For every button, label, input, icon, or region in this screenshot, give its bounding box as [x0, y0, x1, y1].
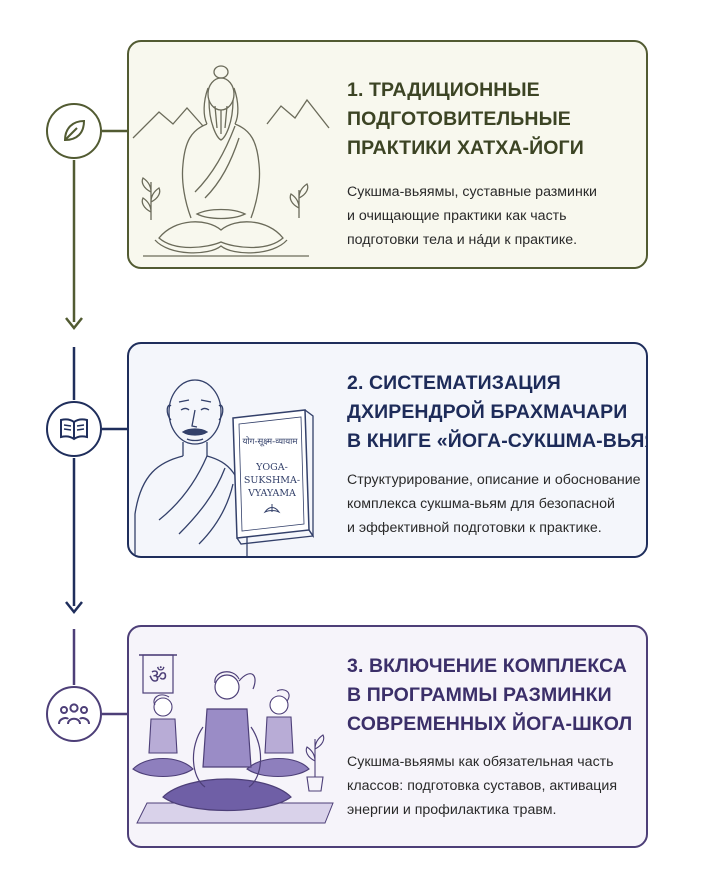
step-1-title: 1. ТРАДИЦИОННЫЕ ПОДГОТОВИТЕЛЬНЫЕ ПРАКТИК…	[347, 76, 637, 163]
group-icon	[58, 703, 90, 725]
title-line: ДХИРЕНДРОЙ БРАХМАЧАРИ	[347, 401, 628, 423]
step-2-description: Структурирование, описание и обоснование…	[347, 468, 642, 540]
book-title-line: SUKSHMA-	[244, 475, 300, 486]
title-line: 2. СИСТЕМАТИЗАЦИЯ	[347, 372, 561, 394]
desc-line: классов: подготовка суставов, активация	[347, 778, 618, 794]
meditating-yogi-illustration	[132, 65, 330, 257]
title-line: В КНИГЕ «ЙОГА-СУКШМА-ВЬЯЯМА»	[347, 430, 646, 452]
desc-line: подготовки тела и на́ди к практике.	[347, 232, 578, 248]
brahmachari-portrait-with-book-illustration: योग-सूक्ष्म-व्यायाम YOGA- SUKSHMA- VYAYA…	[134, 379, 315, 556]
step-3-card: ॐ	[127, 625, 648, 848]
title-line: 3. ВКЛЮЧЕНИЕ КОМПЛЕКСА	[347, 655, 627, 677]
yoga-class-illustration: ॐ	[132, 654, 334, 824]
desc-line: и очищающие практики как часть	[347, 208, 567, 224]
open-book-icon	[60, 418, 88, 441]
step-2-title: 2. СИСТЕМАТИЗАЦИЯ ДХИРЕНДРОЙ БРАХМАЧАРИ …	[347, 369, 646, 456]
step-2-node	[46, 401, 102, 457]
step-3-description: Сукшма-вьяямы как обязательная часть кла…	[347, 750, 642, 822]
title-line: СОВРЕМЕННЫХ ЙОГА-ШКОЛ	[347, 713, 633, 735]
om-symbol: ॐ	[149, 664, 167, 688]
desc-line: Сукшма-вьяямы, суставные разминки	[347, 184, 597, 200]
desc-line: и эффективной подготовки к практике.	[347, 520, 602, 536]
step-1-node	[46, 103, 102, 159]
desc-line: энергии и профилактика травм.	[347, 802, 557, 818]
step-1-card: 1. ТРАДИЦИОННЫЕ ПОДГОТОВИТЕЛЬНЫЕ ПРАКТИК…	[127, 40, 648, 269]
book-title-line: YOGA-	[255, 462, 288, 473]
title-line: В ПРОГРАММЫ РАЗМИНКИ	[347, 684, 612, 706]
step-2-card: योग-सूक्ष्म-व्यायाम YOGA- SUKSHMA- VYAYA…	[127, 342, 648, 558]
book-devanagari-title: योग-सूक्ष्म-व्यायाम	[243, 436, 299, 447]
leaf-icon	[63, 119, 86, 142]
desc-line: комплекса сукшма-вьям для безопасной	[347, 496, 615, 512]
desc-line: Сукшма-вьяямы как обязательная часть	[347, 754, 614, 770]
title-line: ПОДГОТОВИТЕЛЬНЫЕ	[347, 108, 571, 130]
desc-line: Структурирование, описание и обоснование	[347, 472, 641, 488]
step-3-node	[46, 686, 102, 742]
title-line: 1. ТРАДИЦИОННЫЕ	[347, 79, 540, 101]
step-1-description: Сукшма-вьяямы, суставные разминки и очищ…	[347, 180, 642, 252]
title-line: ПРАКТИКИ ХАТХА-ЙОГИ	[347, 137, 584, 159]
step-3-title: 3. ВКЛЮЧЕНИЕ КОМПЛЕКСА В ПРОГРАММЫ РАЗМИ…	[347, 652, 637, 739]
book-title-line: VYAYAMA	[247, 488, 296, 499]
